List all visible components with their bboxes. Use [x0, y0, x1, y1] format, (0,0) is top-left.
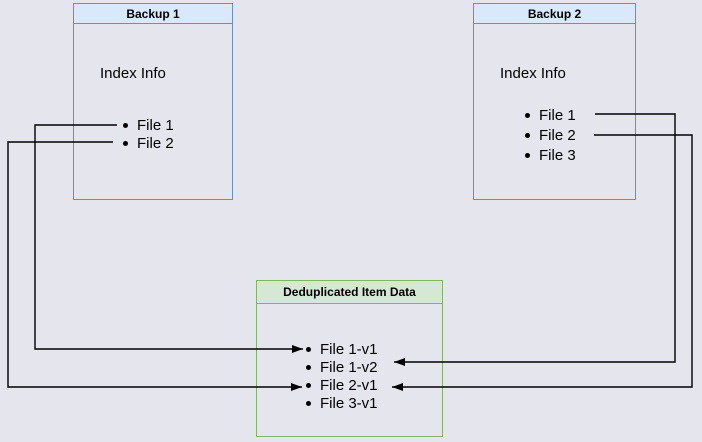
list-item: File 1	[123, 116, 174, 134]
backup1-title: Backup 1	[126, 6, 180, 21]
list-item: File 2-v1	[306, 376, 378, 394]
backup2-index-info-label: Index Info	[500, 65, 566, 82]
backup1-file2-label: File 2	[137, 134, 174, 152]
backup1-file-list: File 1 File 2	[123, 116, 174, 152]
bullet-icon	[123, 122, 128, 128]
backup1-header: Backup 1	[74, 4, 232, 24]
bullet-icon	[525, 112, 530, 118]
backup2-file2-label: File 2	[539, 126, 576, 144]
backup1-file1-label: File 1	[137, 116, 174, 134]
backup2-header: Backup 2	[474, 4, 635, 24]
bullet-icon	[306, 364, 311, 370]
backup2-file1-label: File 1	[539, 106, 576, 124]
list-item: File 1-v2	[306, 358, 378, 376]
bullet-icon	[525, 152, 530, 158]
dedup-item-list: File 1-v1 File 1-v2 File 2-v1 File 3-v1	[306, 340, 378, 412]
backup2-file3-label: File 3	[539, 146, 576, 164]
list-item: File 3-v1	[306, 394, 378, 412]
dedup-file2v1-label: File 2-v1	[320, 376, 378, 394]
dedup-box: Deduplicated Item Data File 1-v1 File 1-…	[256, 280, 443, 437]
list-item: File 2	[525, 125, 576, 145]
backup2-title: Backup 2	[527, 6, 582, 21]
dedup-header: Deduplicated Item Data	[257, 281, 442, 304]
backup1-box: Backup 1 Index Info File 1 File 2	[73, 3, 233, 200]
dedup-file3v1-label: File 3-v1	[320, 394, 378, 412]
bullet-icon	[306, 346, 311, 352]
list-item: File 1	[525, 105, 576, 125]
dedup-title: Deduplicated Item Data	[283, 285, 416, 299]
list-item: File 1-v1	[306, 340, 378, 358]
backup2-box: Backup 2 Index Info File 1 File 2 File 3	[473, 3, 636, 200]
dedup-file1v1-label: File 1-v1	[320, 340, 378, 358]
list-item: File 2	[123, 134, 174, 152]
backup2-file-list: File 1 File 2 File 3	[525, 105, 576, 165]
dedup-file1v2-label: File 1-v2	[320, 358, 378, 376]
bullet-icon	[123, 140, 128, 146]
bullet-icon	[306, 382, 311, 388]
bullet-icon	[525, 132, 530, 138]
list-item: File 3	[525, 145, 576, 165]
backup1-index-info-label: Index Info	[100, 65, 166, 82]
bullet-icon	[306, 400, 311, 406]
